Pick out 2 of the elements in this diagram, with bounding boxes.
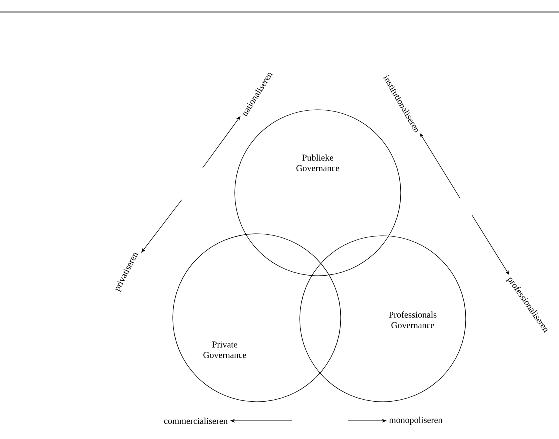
process-label: commercialiseren bbox=[164, 418, 228, 424]
process-label: monopoliseren bbox=[389, 416, 443, 426]
